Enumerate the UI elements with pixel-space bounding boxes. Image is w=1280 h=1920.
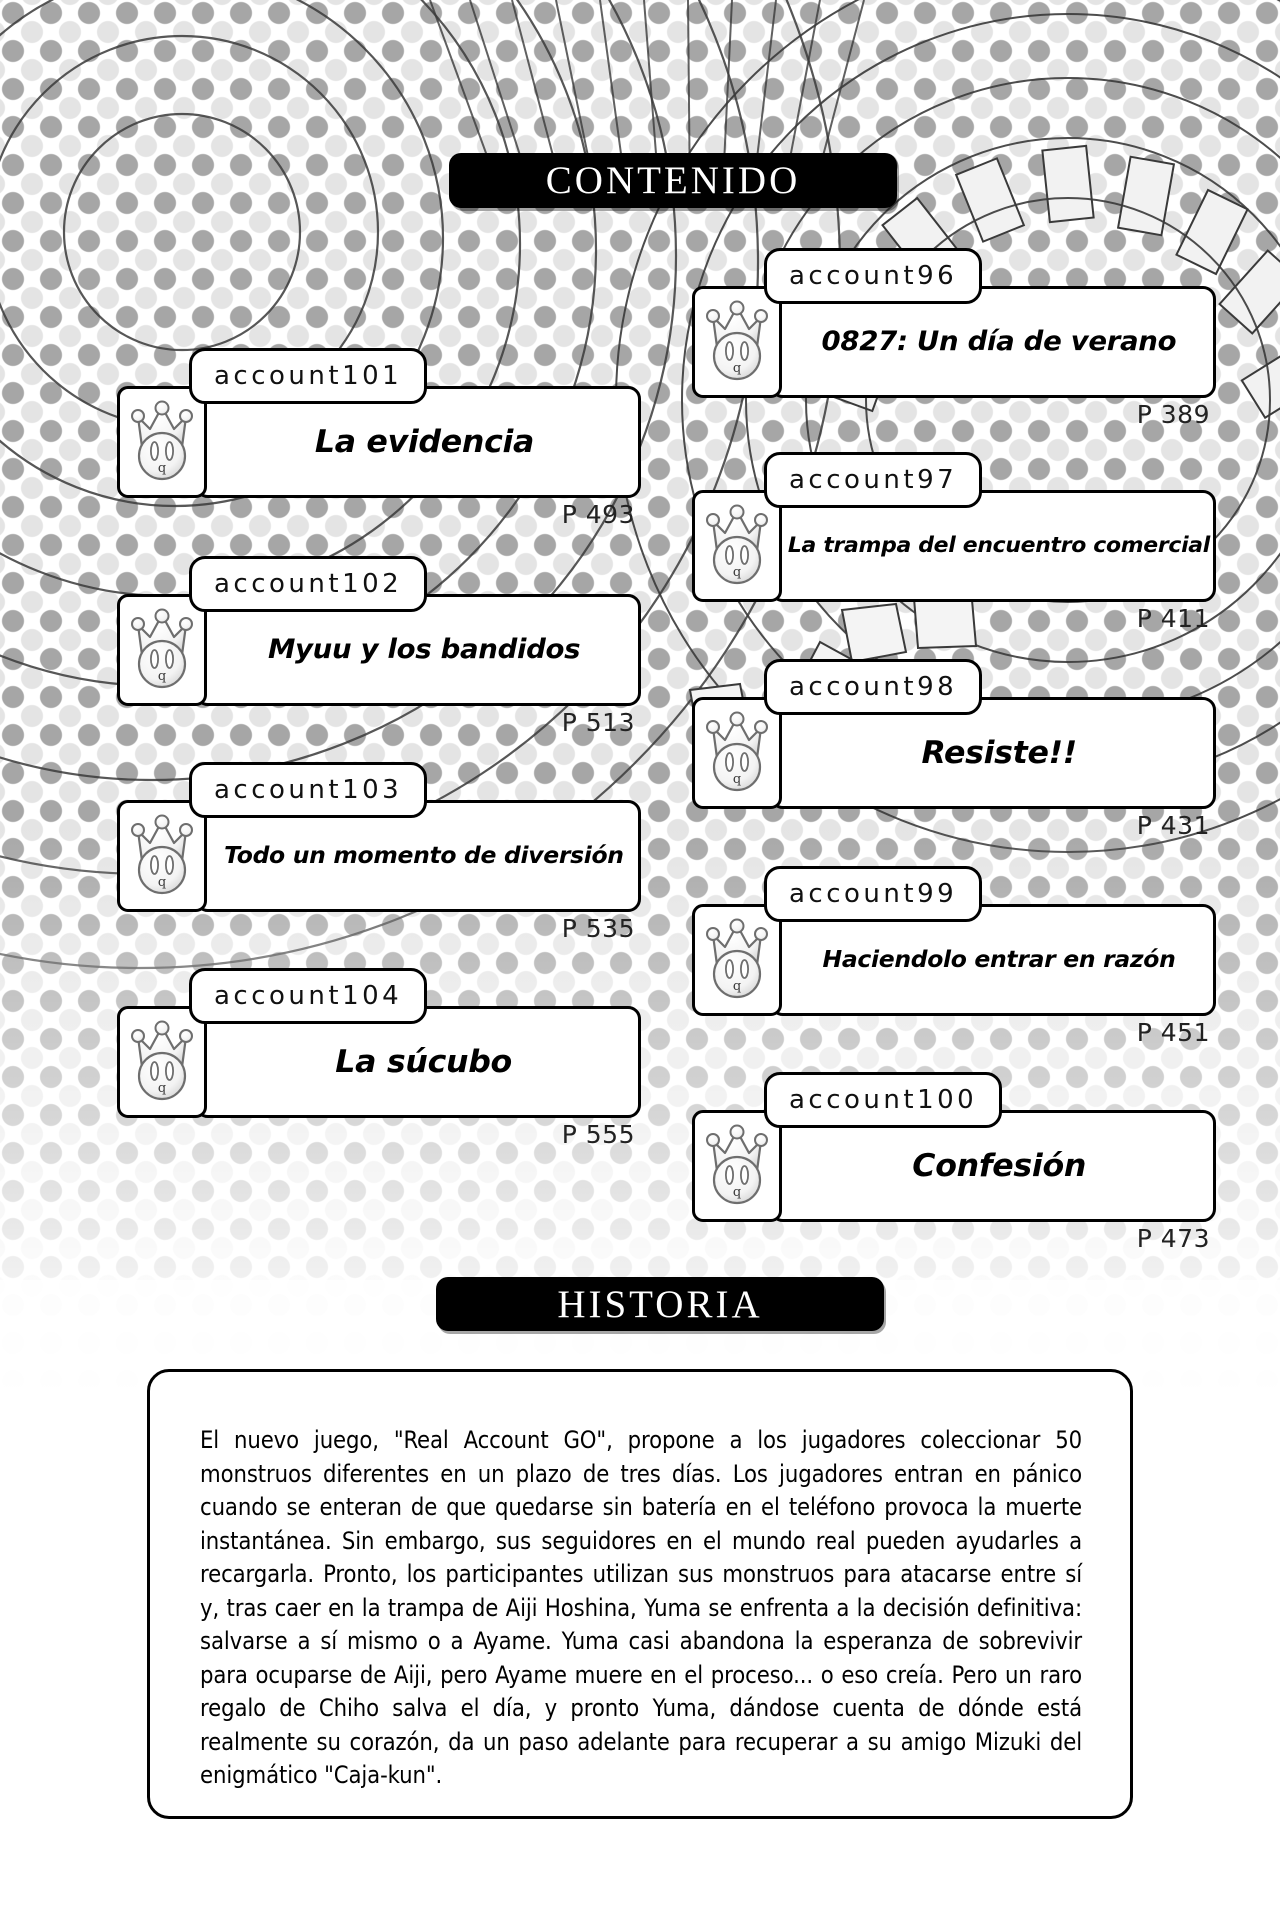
toc-account-label: account98 xyxy=(789,672,958,702)
toc-page-number: P 535 xyxy=(561,914,635,943)
historia-banner: HISTORIA xyxy=(436,1277,884,1331)
toc-entry-account97[interactable]: q La trampa del encuentro comercial acco… xyxy=(692,452,1216,633)
icon-letter: q xyxy=(733,361,741,376)
contenido-banner-label: CONTENIDO xyxy=(545,159,801,202)
toc-page-number: P 473 xyxy=(1136,1224,1210,1253)
toc-entry-account102[interactable]: q Myuu y los bandidos account102 P 513 xyxy=(117,556,641,737)
toc-account-label: account102 xyxy=(214,569,403,599)
toc-entry-account104[interactable]: q La súcubo account104 P 555 xyxy=(117,968,641,1149)
toc-entry-account96[interactable]: q 0827: Un día de verano account96 P 389 xyxy=(692,248,1216,429)
toc-title: Todo un momento de diversión xyxy=(224,842,624,869)
crowned-myuu-icon: q xyxy=(692,904,782,1016)
icon-letter: q xyxy=(733,979,741,994)
icon-letter: q xyxy=(733,772,741,787)
crowned-myuu-icon: q xyxy=(692,697,782,809)
crowned-myuu-icon: q xyxy=(692,490,782,602)
toc-entry-account103[interactable]: q Todo un momento de diversión account10… xyxy=(117,762,641,943)
toc-account-badge: account97 xyxy=(764,452,983,508)
toc-title: Confesión xyxy=(912,1147,1086,1184)
toc-entry-account100[interactable]: q Confesión account100 P 473 xyxy=(692,1072,1216,1253)
icon-letter: q xyxy=(158,461,166,476)
toc-account-label: account104 xyxy=(214,981,403,1011)
toc-page-number: P 555 xyxy=(561,1120,635,1149)
toc-account-badge: account103 xyxy=(189,762,428,818)
crowned-myuu-icon: q xyxy=(117,800,207,912)
icon-letter: q xyxy=(158,875,166,890)
toc-page-number: P 411 xyxy=(1136,604,1210,633)
story-summary-text: El nuevo juego, "Real Account GO", propo… xyxy=(200,1426,1082,1789)
toc-account-label: account100 xyxy=(789,1085,978,1115)
crowned-myuu-icon: q xyxy=(692,286,782,398)
toc-title: La súcubo xyxy=(335,1043,513,1080)
toc-account-label: account101 xyxy=(214,361,403,391)
toc-title: Resiste!! xyxy=(921,734,1077,771)
toc-title: La evidencia xyxy=(314,423,534,460)
toc-page-number: P 431 xyxy=(1136,811,1210,840)
crowned-myuu-icon: q xyxy=(117,594,207,706)
toc-account-label: account97 xyxy=(789,465,958,495)
toc-account-label: account96 xyxy=(789,261,958,291)
icon-letter: q xyxy=(158,669,166,684)
historia-banner-label: HISTORIA xyxy=(557,1282,763,1326)
toc-page-number: P 493 xyxy=(561,500,635,529)
toc-account-badge: account96 xyxy=(764,248,983,304)
toc-title: Myuu y los bandidos xyxy=(267,633,581,665)
toc-entry-account98[interactable]: q Resiste!! account98 P 431 xyxy=(692,659,1216,840)
toc-account-badge: account100 xyxy=(764,1072,1003,1128)
toc-account-badge: account98 xyxy=(764,659,983,715)
toc-title: 0827: Un día de verano xyxy=(821,325,1177,357)
toc-page-number: P 389 xyxy=(1136,400,1210,429)
icon-letter: q xyxy=(733,1185,741,1200)
toc-title: Haciendolo entrar en razón xyxy=(822,946,1176,973)
toc-account-label: account103 xyxy=(214,775,403,805)
toc-account-badge: account104 xyxy=(189,968,428,1024)
toc-page-number: P 451 xyxy=(1136,1018,1210,1047)
icon-letter: q xyxy=(733,565,741,580)
contenido-banner: CONTENIDO xyxy=(449,153,897,208)
crowned-myuu-icon: q xyxy=(117,386,207,498)
toc-page-number: P 513 xyxy=(561,708,635,737)
toc-account-badge: account101 xyxy=(189,348,428,404)
toc-title: La trampa del encuentro comercial xyxy=(787,532,1211,558)
toc-account-label: account99 xyxy=(789,879,958,909)
icon-letter: q xyxy=(158,1081,166,1096)
crowned-myuu-icon: q xyxy=(692,1110,782,1222)
toc-account-badge: account102 xyxy=(189,556,428,612)
crowned-myuu-icon: q xyxy=(117,1006,207,1118)
toc-entry-account101[interactable]: q La evidencia account101 P 493 xyxy=(117,348,641,529)
toc-entry-account99[interactable]: q Haciendolo entrar en razón account99 P… xyxy=(692,866,1216,1047)
story-summary-box: El nuevo juego, "Real Account GO", propo… xyxy=(147,1369,1133,1819)
toc-account-badge: account99 xyxy=(764,866,983,922)
